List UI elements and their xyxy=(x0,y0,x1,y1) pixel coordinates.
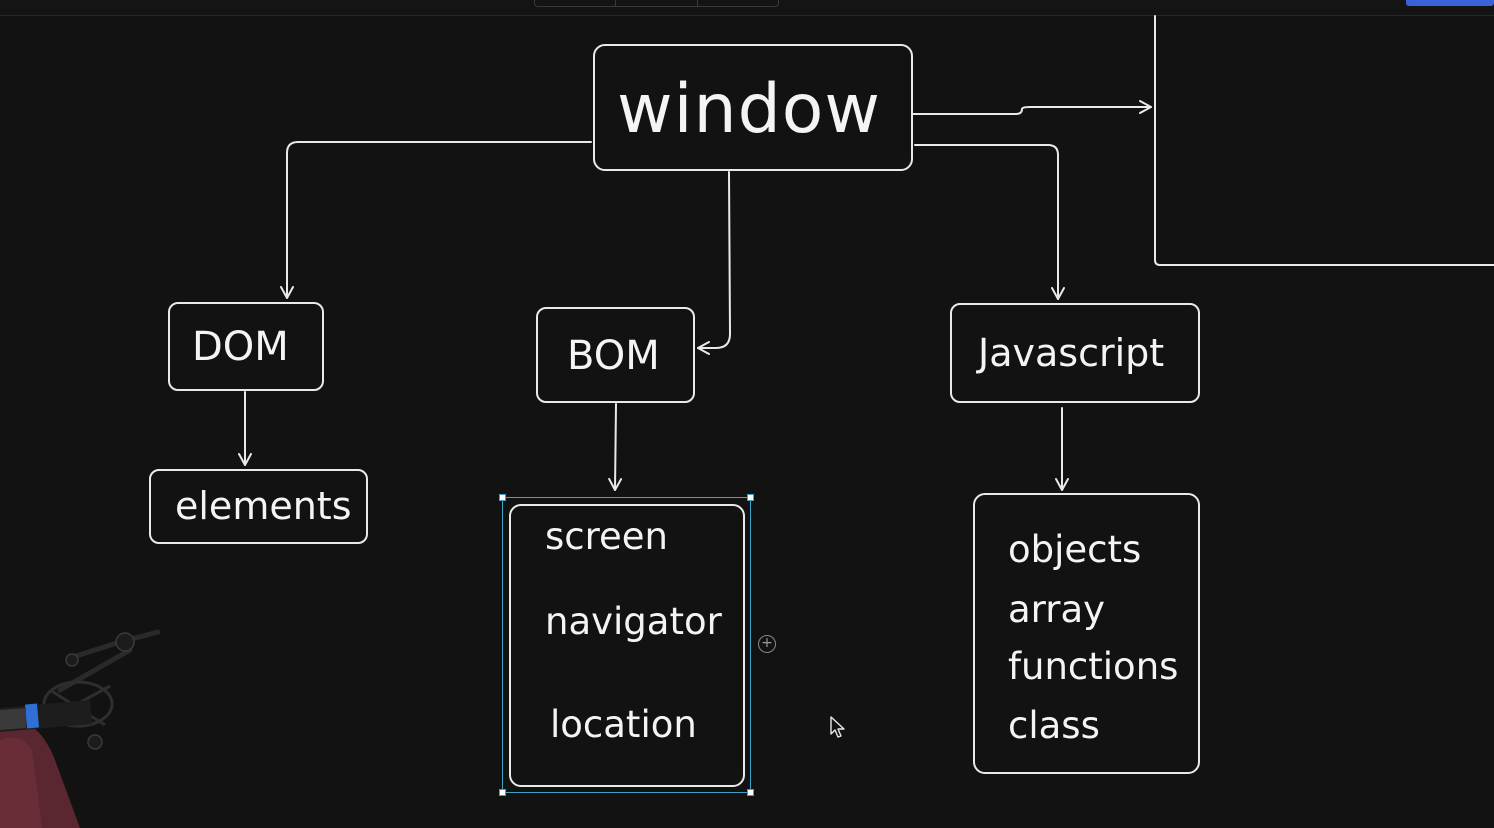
location-label: location xyxy=(550,703,697,746)
toolbar-tool-1[interactable] xyxy=(535,0,617,6)
javascript-children-node[interactable] xyxy=(973,493,1200,774)
arrow-bom-to-list xyxy=(608,403,623,491)
dom-node[interactable] xyxy=(168,302,324,391)
arrow-window-to-panel xyxy=(891,100,1152,115)
elements-label: elements xyxy=(175,484,352,528)
toolbar-tool-2[interactable] xyxy=(616,0,698,6)
bom-node[interactable] xyxy=(536,307,695,403)
resize-handle-top-right[interactable] xyxy=(747,494,754,501)
arrow-window-to-javascript xyxy=(914,144,1065,300)
navigator-label: navigator xyxy=(545,600,722,643)
bom-children-node[interactable] xyxy=(509,504,745,787)
elements-node[interactable] xyxy=(149,469,368,544)
plus-circle-icon[interactable]: + xyxy=(758,635,776,653)
toolbar-tool-group xyxy=(534,0,779,7)
window-node[interactable] xyxy=(593,44,913,171)
resize-handle-bottom-right[interactable] xyxy=(747,789,754,796)
javascript-label: Javascript xyxy=(978,331,1165,375)
dom-label: DOM xyxy=(192,324,289,370)
mouse-pointer-icon xyxy=(830,716,845,738)
top-toolbar xyxy=(0,0,1494,16)
objects-label: objects xyxy=(1008,528,1142,571)
arrow-window-to-bom xyxy=(697,171,731,355)
arrow-window-to-dom xyxy=(280,141,592,299)
resize-handle-bottom-left[interactable] xyxy=(499,789,506,796)
share-button[interactable] xyxy=(1406,0,1494,6)
functions-label: functions xyxy=(1008,645,1179,688)
window-label: window xyxy=(617,70,881,149)
resize-handle-top-left[interactable] xyxy=(499,494,506,501)
class-label: class xyxy=(1008,704,1100,747)
bom-label: BOM xyxy=(567,333,660,379)
array-label: array xyxy=(1008,588,1106,631)
javascript-node[interactable] xyxy=(950,303,1200,403)
webcam-overlay xyxy=(0,629,161,828)
screen-label: screen xyxy=(545,515,668,558)
offscreen-frame xyxy=(1154,15,1494,266)
